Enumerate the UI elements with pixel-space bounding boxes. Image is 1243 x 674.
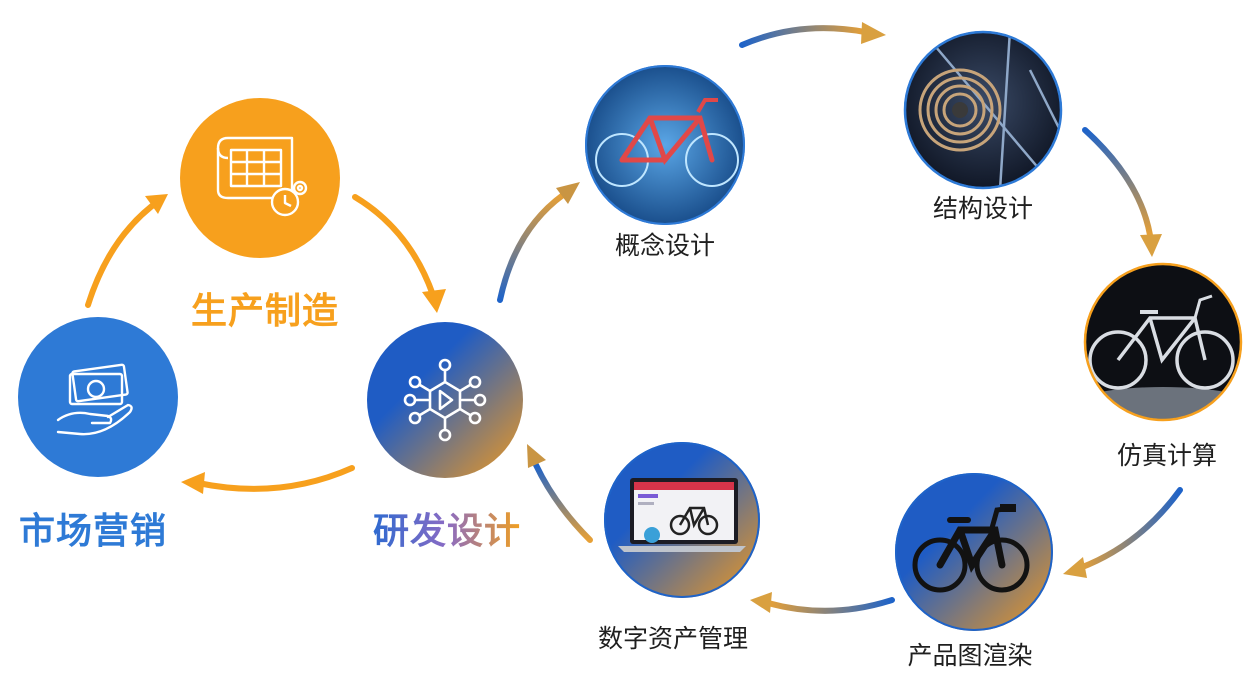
structure-label: 结构设计 bbox=[932, 194, 1034, 223]
arrow-structure-to-simulation bbox=[1082, 127, 1153, 238]
hexagon-play-network-icon bbox=[403, 358, 487, 442]
money-hand-icon bbox=[56, 363, 133, 436]
arrow-concept-to-structure bbox=[739, 25, 868, 48]
right-cycle-arrows bbox=[497, 22, 1183, 614]
rnd-label: 研发设计 bbox=[373, 502, 521, 554]
laptop-bike-screen-photo bbox=[618, 478, 746, 552]
arrow-simulation-to-rendering bbox=[1077, 487, 1183, 571]
arrow-dam-to-rnd bbox=[533, 462, 593, 543]
bicycle-wireframe-photo bbox=[587, 67, 743, 223]
rendering-node bbox=[895, 473, 1053, 631]
manufacturing-node bbox=[180, 98, 340, 258]
rendering-label: 产品图渲染 bbox=[907, 641, 1033, 670]
left-cycle-arrows bbox=[85, 194, 446, 494]
arrow-marketing-to-manufacturing bbox=[85, 197, 163, 308]
dam-node bbox=[604, 442, 760, 598]
black-ebike-render-photo bbox=[912, 504, 1030, 593]
rnd-node bbox=[367, 322, 523, 478]
manufacturing-label: 生产制造 bbox=[190, 291, 340, 332]
blueprint-gear-icon bbox=[216, 136, 308, 217]
bicycle-gear-cassette-photo bbox=[906, 33, 1060, 187]
marketing-node bbox=[18, 317, 178, 477]
concept-node bbox=[585, 65, 745, 225]
arrow-rendering-to-dam bbox=[765, 597, 895, 614]
arrow-manufacturing-to-rnd bbox=[352, 194, 436, 298]
simulation-node bbox=[1083, 262, 1243, 422]
arrow-rnd-to-marketing bbox=[195, 465, 355, 492]
concept-label: 概念设计 bbox=[614, 231, 716, 260]
simulation-label: 仿真计算 bbox=[1116, 441, 1218, 470]
marketing-label: 市场营销 bbox=[18, 511, 168, 552]
structure-node bbox=[903, 30, 1063, 190]
dam-label: 数字资产管理 bbox=[597, 624, 749, 653]
arrow-rnd-to-concept bbox=[497, 192, 566, 303]
